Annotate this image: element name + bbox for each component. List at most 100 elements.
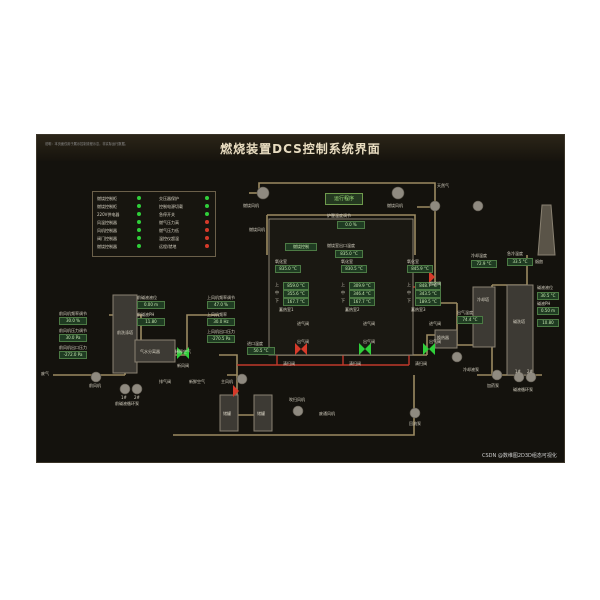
tank-a: [219, 394, 239, 432]
level-label-low: 下: [407, 298, 411, 303]
tank-b: [253, 394, 273, 432]
inlet-temp-label: 进口温度: [247, 341, 263, 346]
furnace-temp-value: 0.0 %: [337, 221, 365, 229]
dilute-air-label: 稀释空气: [175, 349, 191, 354]
front-fan-out-value: -272.0 Pa: [59, 351, 87, 359]
gas-separator: [134, 339, 176, 363]
status-indicator: [137, 196, 141, 200]
chamber-mid: 343.5 °C: [415, 290, 441, 298]
status-left-item: 风机控制器: [97, 228, 117, 233]
pre-scrub-tower: [112, 294, 138, 374]
front-pump-label: 前碱液循环泵: [115, 401, 139, 406]
quench-out-label: 急冷温度: [507, 251, 523, 256]
chamber-store: 蓄热室2: [345, 307, 360, 312]
gas-control-box[interactable]: 燃烧控制: [285, 243, 317, 251]
status-left-item: 风温控制器: [97, 220, 117, 225]
status-right-item: 温控仪超温: [159, 236, 179, 241]
exhaust-fan-label: 废通风机: [319, 411, 335, 416]
inlet-temp-value: 50.5 °C: [247, 347, 275, 355]
status-right-item: 交压器保护: [159, 196, 179, 201]
heat-exchanger: [434, 329, 458, 349]
chamber-value: 830.5 °C: [341, 265, 367, 273]
heat-exchanger-label: 换热器: [437, 335, 449, 340]
status-indicator: [205, 196, 209, 200]
quench-temp-label: 冷却温度: [471, 253, 487, 258]
status-indicator: [205, 244, 209, 248]
chamber-name: 氧化室: [407, 259, 419, 264]
level-label-low: 下: [341, 298, 345, 303]
tower-pump-1-label: 1#: [515, 369, 521, 374]
exhaust-temp-value: 74.4 °C: [457, 316, 483, 324]
tank-b-label: 储罐: [257, 411, 265, 416]
chamber-name: 氧化室: [275, 259, 287, 264]
run-program-button[interactable]: 运行程序: [325, 193, 363, 205]
chamber-bot: 167.7 °C: [283, 298, 309, 306]
front-level-value: 0.00 m: [137, 301, 165, 309]
status-right-item: 燃气压力高: [159, 220, 179, 225]
outlet-temp-label: 燃烧室出口温度: [327, 243, 355, 248]
page-note: 说明：本页面仅用于展示控制流程示意，非实际运行数据。: [45, 142, 128, 146]
upper-fan-pressure-label: 上风机出口压力: [207, 329, 235, 334]
front-fan-pressure-label: 前风机压力调节: [59, 328, 87, 333]
chamber-name: 氧化室: [341, 259, 353, 264]
tower-pump-2-label: 2#: [527, 369, 533, 374]
status-indicator: [205, 212, 209, 216]
pump-1-label: 1#: [121, 395, 127, 400]
chamber-store: 蓄热室3: [411, 307, 426, 312]
chamber-value: 835.0 °C: [275, 265, 301, 273]
front-ph-label: 前碱液PH: [137, 312, 155, 317]
chamber-bot: 189.5 °C: [415, 298, 441, 306]
chamber-top: 309.9 °C: [349, 282, 375, 290]
tank-a-label: 储罐: [223, 411, 231, 416]
status-indicator: [137, 204, 141, 208]
dosing-pump-label: 加药泵: [487, 383, 499, 388]
backflow-pump-label: 回流泵: [409, 421, 421, 426]
quench-temp-value: 72.9 °C: [471, 260, 497, 268]
upper-fan-freq-label: 上风机频率调节: [207, 295, 235, 300]
chimney-label: 烟囱: [535, 259, 543, 264]
in-valve-label: 进气阀: [297, 321, 309, 326]
title-bar: 说明：本页面仅用于展示控制流程示意，非实际运行数据。 燃烧装置DCS控制系统界面: [37, 135, 564, 161]
status-indicator: [205, 204, 209, 208]
level-label-upper: 上: [341, 282, 345, 287]
cooling-tower-label: 冷却塔: [477, 297, 489, 302]
status-indicator: [205, 228, 209, 232]
front-fan-pressure-value: 30.0 Pa: [59, 334, 87, 342]
status-left-item: 燃烧控制柜: [97, 196, 117, 201]
front-ph-value: 11.80: [137, 318, 165, 326]
out-valve-label: 出气阀: [297, 339, 309, 344]
purge-fan-label: 吹扫风机: [289, 397, 305, 402]
status-right-item: 控制电源切载: [159, 204, 183, 209]
alkali-level-value: 30.5 °C: [537, 292, 559, 300]
front-tower-label: 前洗涤塔: [117, 330, 133, 335]
purge-valve-label: 清扫阀: [415, 361, 427, 366]
level-label-mid: 中: [407, 290, 411, 295]
combustion-fan2-label: 燃烧风机: [249, 227, 265, 232]
chamber-store: 蓄热室1: [279, 307, 294, 312]
front-fan-freq-value: 30.0 %: [59, 317, 87, 325]
status-indicator: [137, 212, 141, 216]
chamber-top: 859.0 °C: [283, 282, 309, 290]
purge-valve-label: 清扫阀: [349, 361, 361, 366]
status-left-item: 燃烧控制柜: [97, 204, 117, 209]
chimney: [537, 204, 556, 256]
natural-gas-label: 天然气: [437, 183, 449, 188]
quench-out-value: 33.5 °C: [507, 258, 533, 266]
alkali-ph-value-2: 10.80: [537, 319, 559, 327]
new-air-valve-label: 新风阀: [177, 363, 189, 368]
alkali-ph-value: 0.50 m: [537, 307, 559, 315]
alkali-level-label: 碱液液位: [537, 285, 553, 290]
status-indicator: [137, 244, 141, 248]
front-fan-out-label: 前风机出口压力: [59, 345, 87, 350]
alkali-ph-label: 碱液PH: [537, 301, 551, 306]
combustion-fan-label: 燃烧风机: [387, 203, 403, 208]
status-left-item: 220V供电器: [97, 212, 120, 217]
chamber-top: 848.7 °C: [415, 282, 441, 290]
level-label-mid: 中: [275, 290, 279, 295]
status-indicator: [205, 220, 209, 224]
front-fan-label: 前风机: [89, 383, 101, 388]
overtemp-valve-label: 超温阀: [429, 281, 441, 286]
level-label-upper: 上: [407, 282, 411, 287]
separator-label: 气水分离器: [140, 349, 160, 354]
